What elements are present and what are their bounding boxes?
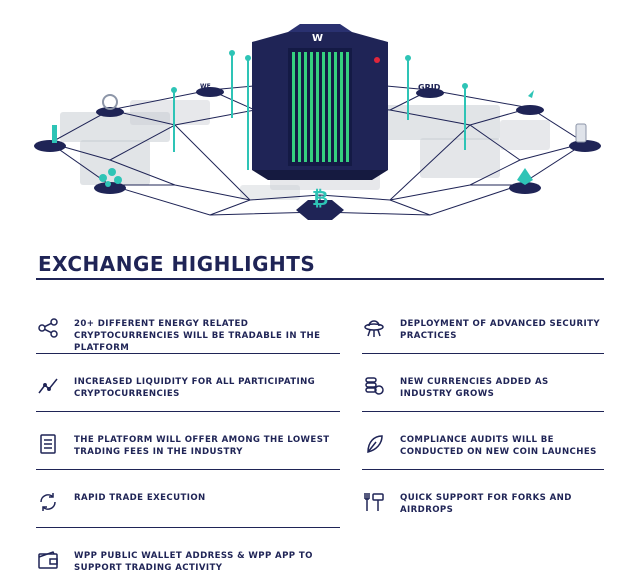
wallet-icon bbox=[36, 548, 60, 572]
highlight-item: QUICK SUPPORT FOR FORKS AND AIRDROPS bbox=[362, 470, 604, 528]
server-logo: W bbox=[312, 33, 323, 44]
highlight-item: DEPLOYMENT OF ADVANCED SECURITY PRACTICE… bbox=[362, 296, 604, 354]
document-list-icon bbox=[36, 432, 60, 456]
divider bbox=[362, 353, 604, 354]
highlight-item: RAPID TRADE EXECUTION bbox=[36, 470, 340, 528]
refresh-arrows-icon bbox=[36, 490, 60, 514]
highlight-item: NEW CURRENCIES ADDED AS INDUSTRY GROWS bbox=[362, 354, 604, 412]
bitcoin-node-icon: ₿ bbox=[312, 186, 328, 210]
title-underline bbox=[36, 278, 604, 280]
highlight-item: COMPLIANCE AUDITS WILL BE CONDUCTED ON N… bbox=[362, 412, 604, 470]
leaf-pen-icon bbox=[362, 432, 386, 456]
highlight-item: INCREASED LIQUIDITY FOR ALL PARTICIPATIN… bbox=[36, 354, 340, 412]
divider bbox=[362, 469, 604, 470]
network-share-icon bbox=[36, 316, 60, 340]
node-platforms bbox=[34, 87, 601, 220]
highlight-item: WPP PUBLIC WALLET ADDRESS & WPP APP TO S… bbox=[36, 528, 340, 586]
node-icons bbox=[52, 90, 587, 187]
highlight-text: RAPID TRADE EXECUTION bbox=[74, 493, 206, 503]
highlight-item: THE PLATFORM WILL OFFER AMONG THE LOWEST… bbox=[36, 412, 340, 470]
divider bbox=[362, 411, 604, 412]
highlight-text: COMPLIANCE AUDITS WILL BE CONDUCTED ON N… bbox=[400, 435, 597, 457]
divider bbox=[36, 411, 340, 412]
coin-stack-icon bbox=[362, 374, 386, 398]
fork-tools-icon bbox=[362, 490, 386, 514]
exchange-network-illustration: WE GRID ₿ W bbox=[34, 24, 601, 220]
highlights-left-column: 20+ DIFFERENT ENERGY RELATED CRYPTOCURRE… bbox=[36, 296, 340, 586]
section-title: EXCHANGE HIGHLIGHTS bbox=[38, 252, 316, 276]
highlight-text: INCREASED LIQUIDITY FOR ALL PARTICIPATIN… bbox=[74, 377, 316, 399]
highlight-text: 20+ DIFFERENT ENERGY RELATED CRYPTOCURRE… bbox=[74, 319, 321, 353]
highlight-item: 20+ DIFFERENT ENERGY RELATED CRYPTOCURRE… bbox=[36, 296, 340, 354]
highlight-text: WPP PUBLIC WALLET ADDRESS & WPP APP TO S… bbox=[74, 551, 313, 573]
satellite-dish-icon bbox=[362, 316, 386, 340]
highlights-right-column: DEPLOYMENT OF ADVANCED SECURITY PRACTICE… bbox=[362, 296, 604, 528]
highlight-text: QUICK SUPPORT FOR FORKS AND AIRDROPS bbox=[400, 493, 572, 515]
wee-node-label: WE bbox=[200, 83, 211, 90]
trend-line-icon bbox=[36, 374, 60, 398]
grid-node-label: GRID bbox=[418, 83, 441, 92]
exchange-server-tower bbox=[252, 24, 388, 180]
highlight-text: DEPLOYMENT OF ADVANCED SECURITY PRACTICE… bbox=[400, 319, 600, 341]
highlight-text: NEW CURRENCIES ADDED AS INDUSTRY GROWS bbox=[400, 377, 549, 399]
highlight-text: THE PLATFORM WILL OFFER AMONG THE LOWEST… bbox=[74, 435, 330, 457]
divider bbox=[36, 469, 340, 470]
divider bbox=[36, 353, 340, 354]
divider bbox=[36, 527, 340, 528]
